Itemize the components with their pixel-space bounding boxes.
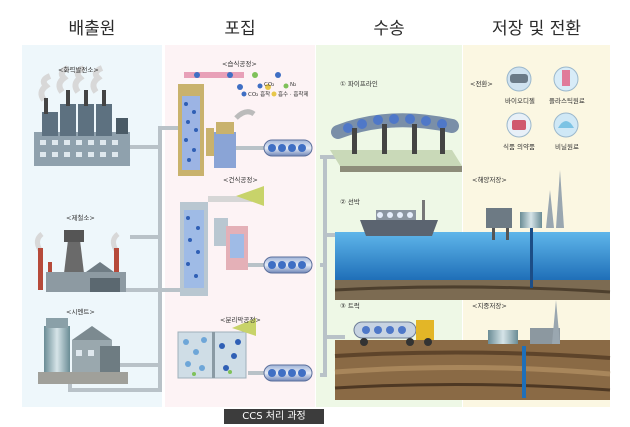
header-transport: 수송 xyxy=(373,19,405,39)
co2-tube-group xyxy=(263,139,313,382)
label-dry-process: <건식공정> xyxy=(223,176,258,184)
co2-truck xyxy=(353,320,434,346)
membrane-capture-unit xyxy=(177,318,256,379)
co2-tube-1 xyxy=(263,139,313,157)
legend-absorbent: 흡수 · 흡착제 xyxy=(278,92,309,98)
label-pipeline: ① 파이프라인 xyxy=(340,80,378,88)
label-ocean-storage: <해양저장> xyxy=(472,176,507,184)
legend-co2: CO₂ xyxy=(264,82,275,88)
wet-capture-unit xyxy=(178,72,281,176)
ocean-storage-scene xyxy=(334,170,611,300)
co2-tube-2 xyxy=(263,256,313,274)
header-capture: 포집 xyxy=(224,19,256,39)
pipeline-transport xyxy=(330,113,462,172)
header-storage: 저장 및 전환 xyxy=(491,19,581,39)
legend-n2: N₂ xyxy=(290,82,297,88)
label-power-plant: <화력발전소> xyxy=(58,66,99,74)
legend-dots xyxy=(241,83,289,97)
cement-plant xyxy=(38,318,128,384)
dry-capture-unit xyxy=(180,186,264,296)
steel-mill xyxy=(34,230,126,292)
label-conversion: <전환> xyxy=(470,80,493,88)
header-emission: 배출원 xyxy=(68,19,116,39)
label-truck: ③ 트럭 xyxy=(340,302,360,310)
label-vinyl-material: 비닐원료 xyxy=(555,143,579,151)
ground-storage-scene xyxy=(334,300,611,400)
label-plastic-material: 플라스틱원료 xyxy=(549,97,585,105)
pipe-network xyxy=(68,126,345,392)
conversion-products xyxy=(506,66,579,138)
label-membrane-process: <분리막공정> xyxy=(220,316,261,324)
label-cement: <시멘트> xyxy=(66,308,95,316)
label-biodiesel: 바이오디젤 xyxy=(505,97,535,105)
legend-co2-absorb: CO₂ 흡착 xyxy=(248,92,271,98)
label-food-medicine: 식품 의약품 xyxy=(503,143,535,151)
co2-tube-3 xyxy=(263,364,313,382)
label-ship: ② 선박 xyxy=(340,198,360,206)
label-wet-process: <습식공정> xyxy=(222,60,257,68)
figure-caption: CCS 처리 과정 xyxy=(224,409,324,424)
onshore-storage-facility xyxy=(488,300,560,344)
label-ground-storage: <지중저장> xyxy=(472,302,507,310)
label-steel-mill: <제철소> xyxy=(66,214,95,222)
power-plant xyxy=(34,65,130,166)
offshore-platform xyxy=(486,170,564,288)
